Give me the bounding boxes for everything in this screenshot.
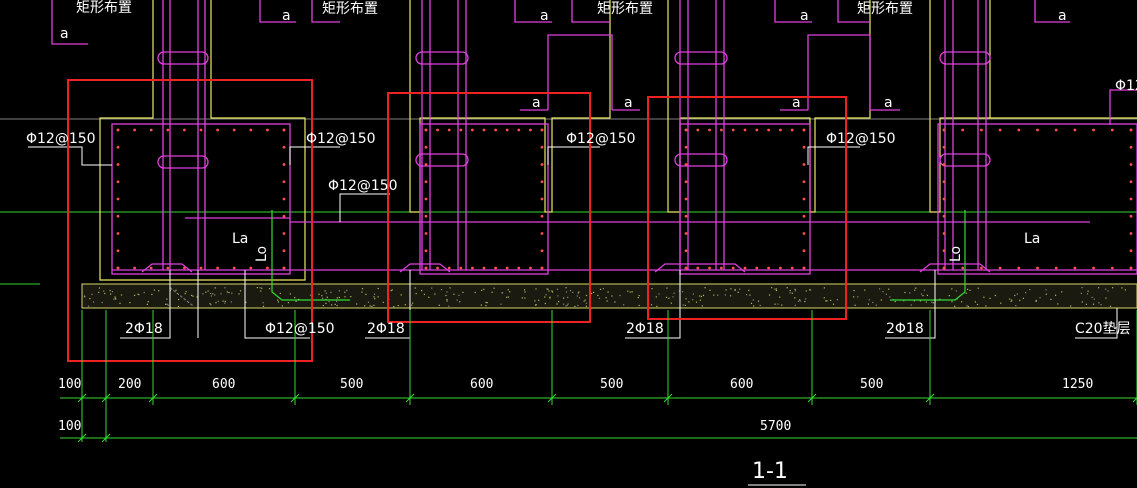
dim-row1-6: 500 (600, 377, 623, 392)
highlight-box-1 (67, 79, 313, 362)
main-bars-label-1: 2Φ18 (125, 321, 163, 337)
anchorage-a-label-4: a (800, 8, 809, 24)
la-label-2: La (1024, 231, 1040, 247)
anchorage-a-label-7: a (624, 95, 633, 111)
stirrup-label-1: Φ12@150 (26, 131, 96, 147)
highlight-box-3 (647, 96, 847, 320)
la-label-1: La (232, 231, 248, 247)
cushion-layer (81, 283, 1137, 309)
dimension-texts: 100 200 600 500 600 500 600 500 1250 100… (58, 377, 1093, 434)
dim-row1-3: 600 (212, 377, 235, 392)
layout-rect-label-2: 矩形布置 (322, 1, 378, 17)
anchorage-a-label-6: a (532, 95, 541, 111)
stirrup-label-6: Φ12@150 (1115, 78, 1137, 94)
stirrup-label-5: Φ12@150 (328, 178, 398, 194)
cushion-label: C20垫层 (1075, 321, 1131, 337)
text-labels: 矩形布置 矩形布置 矩形布置 矩形布置 a a a a a a a a a Φ1… (26, 0, 1137, 486)
layout-rect-label-3: 矩形布置 (597, 1, 653, 17)
layout-rect-label-4: 矩形布置 (857, 1, 913, 17)
dim-row1-9: 1250 (1062, 377, 1093, 392)
highlight-boxes (67, 79, 847, 362)
main-bars-label-3: 2Φ18 (626, 321, 664, 337)
main-bars-label-4: 2Φ18 (886, 321, 924, 337)
anchorage-bars (271, 210, 966, 301)
stirrup-label-2: Φ12@150 (306, 131, 376, 147)
rebar-cage-1 (111, 123, 291, 275)
anchorage-a-label-9: a (884, 95, 893, 111)
highlight-box-2 (387, 92, 591, 323)
lo-label-2: Lo (948, 246, 964, 262)
section-title: 1-1 (752, 459, 788, 484)
layout-rect-label-1: 矩形布置 (76, 0, 132, 16)
stirrup-label-4: Φ12@150 (826, 131, 896, 147)
leader-lines (28, 146, 1118, 339)
rebar-cages (51, 0, 1137, 275)
rebar-cage-2 (419, 123, 549, 275)
lo-label-1: Lo (254, 246, 270, 262)
dimension-lines (60, 310, 1137, 443)
dim-row1-5: 600 (470, 377, 493, 392)
reference-lines (0, 118, 1137, 285)
dim-row2-2: 5700 (760, 419, 791, 434)
dim-row1-1: 100 (58, 377, 81, 392)
stirrup-label-3: Φ12@150 (566, 131, 636, 147)
anchorage-a-label-1: a (60, 26, 69, 42)
stirrup-label-7: Φ12@150 (265, 321, 335, 337)
anchorage-a-label-3: a (540, 8, 549, 24)
dim-row1-4: 500 (340, 377, 363, 392)
dim-row1-7: 600 (730, 377, 753, 392)
dim-row1-2: 200 (118, 377, 141, 392)
main-bars-label-2: 2Φ18 (367, 321, 405, 337)
anchorage-a-label-2: a (282, 8, 291, 24)
dim-row2-1: 100 (58, 419, 81, 434)
anchorage-a-label-5: a (1058, 8, 1067, 24)
anchorage-a-label-8: a (792, 95, 801, 111)
rebar-cage-4 (937, 123, 1137, 275)
dim-row1-8: 500 (860, 377, 883, 392)
